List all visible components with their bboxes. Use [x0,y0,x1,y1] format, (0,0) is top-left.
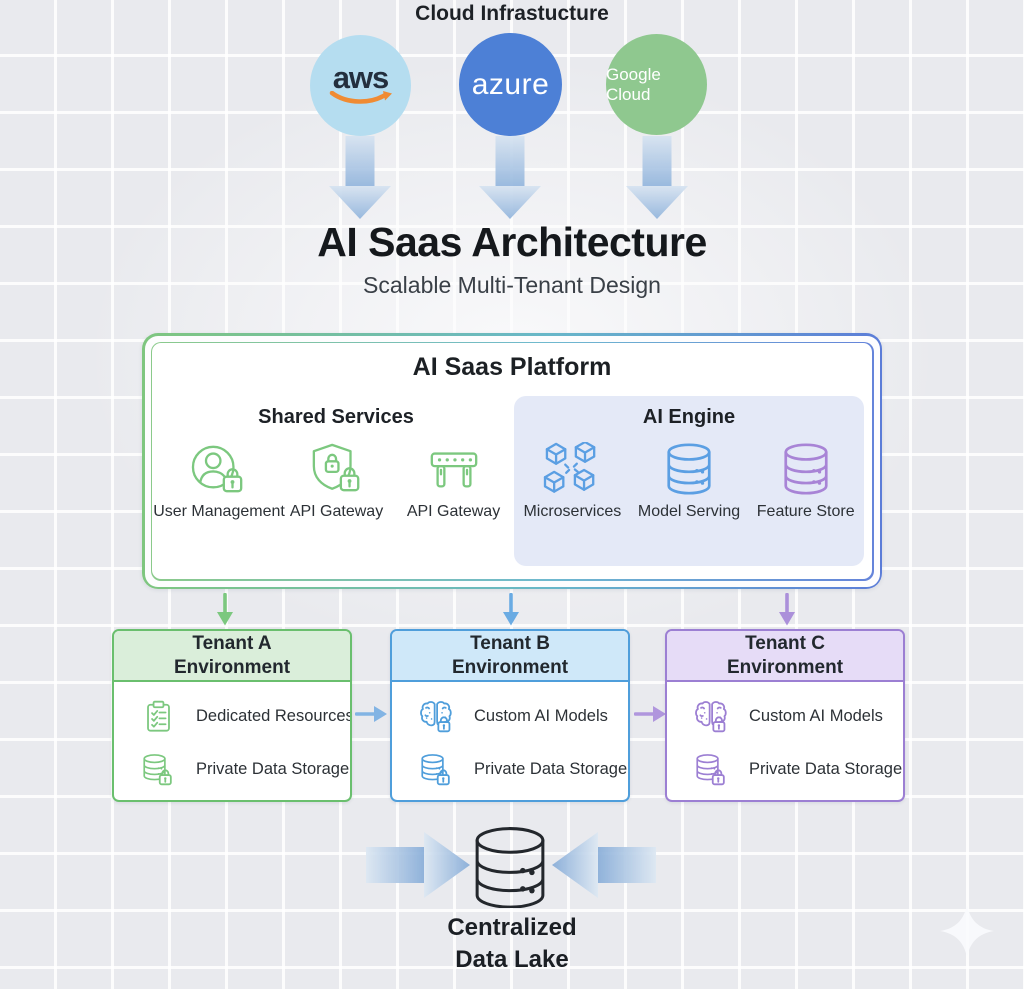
tenant-c-box: Tenant C Environment Custom AI Models [665,629,905,802]
ai-engine-title: AI Engine [642,406,736,428]
tenant-item-private-data-storage: Private Data Storage [140,747,350,792]
cloud-section-title: Cloud Infrastucture [415,2,609,25]
aws-smile-arrow-icon [329,91,392,104]
azure-logo: azure [471,67,550,101]
tenant-item-label: Custom AI Models [474,707,608,725]
tenant-item-label: Private Data Storage [749,760,903,778]
shared-services-title: Shared Services [258,406,414,428]
tenant-item-dedicated-resources: Dedicated Resources [140,694,350,739]
tenant-item-private-data-storage: Private Data Storage [693,747,903,792]
service-user-management: User Management [153,442,285,521]
data-lake-database-icon [475,827,545,908]
arrow-down-tenant-b-icon [503,593,519,626]
cubes-icon [544,442,596,493]
service-label: Feature Store [756,503,855,520]
shield-lock-icon [312,443,359,492]
google-cloud-logo: Google Cloud [606,64,661,104]
arrow-right-b-to-c-icon [634,706,666,722]
service-api-gateway-1: API Gateway [278,442,395,521]
tenant-item-label: Private Data Storage [196,760,350,778]
arrow-down-tenant-a-icon [217,593,233,626]
tenant-b-header: Tenant B Environment [392,631,628,682]
data-lake-label-line2: Data Lake [455,945,569,973]
azure-provider-circle: azure [459,33,562,136]
tenant-item-label: Private Data Storage [474,760,628,778]
tenant-name: Tenant A [192,632,272,654]
tenant-env-label: Environment [451,656,569,678]
arrow-down-aws-icon [329,136,391,219]
tenant-b-box: Tenant B Environment Custom AI Models [390,629,630,802]
service-api-gateway-2: API Gateway [395,442,512,521]
platform-box: AI Saas Platform Shared Services User Ma… [142,333,882,589]
service-label: API Gateway [406,503,501,520]
arrow-down-tenant-c-icon [779,593,795,626]
platform-title: AI Saas Platform [412,353,612,381]
tenant-item-custom-ai-models: Custom AI Models [418,694,628,739]
ai-engine-panel: AI Engine Microservices [514,396,864,566]
service-label: Microservices [523,503,622,520]
tenant-env-label: Environment [726,656,844,678]
database-lock-icon [421,754,450,786]
arrow-into-lake-right-icon [552,832,656,898]
data-lake-label: Centralized Data Lake [0,912,1024,975]
tenant-item-private-data-storage: Private Data Storage [418,747,628,792]
database-icon [667,443,711,495]
sparkle-icon [940,904,994,958]
database-lock-icon [143,754,172,786]
page-subtitle: Scalable Multi-Tenant Design [363,272,661,298]
service-microservices: Microservices [514,442,631,521]
tenant-item-label: Dedicated Resources [196,707,352,725]
tenant-a-box: Tenant A Environment Dedicated Resources [112,629,352,802]
user-lock-icon [191,445,243,493]
tenant-name: Tenant B [470,632,550,654]
database-lock-icon [696,754,725,786]
tenant-item-label: Custom AI Models [749,707,883,725]
brain-lock-icon [420,701,452,733]
service-label: Model Serving [637,503,741,520]
arrow-down-gcp-icon [626,136,688,219]
tenant-name: Tenant C [745,632,825,654]
gateway-icon [430,452,477,488]
tenant-c-header: Tenant C Environment [667,631,903,682]
google-cloud-provider-circle: Google Cloud [606,34,707,135]
tenant-item-custom-ai-models: Custom AI Models [693,694,903,739]
brain-lock-icon [695,701,727,733]
page-title: AI Saas Architecture [317,219,707,265]
service-feature-store: Feature Store [747,442,864,521]
arrow-down-azure-icon [479,136,541,219]
service-model-serving: Model Serving [631,442,748,521]
tenant-env-label: Environment [173,656,291,678]
service-label: User Management [153,503,285,520]
clipboard-check-icon [147,700,170,732]
data-lake-label-line1: Centralized [447,914,577,941]
service-label: API Gateway [289,503,384,520]
tenant-a-header: Tenant A Environment [114,631,350,682]
arrow-into-lake-left-icon [366,832,470,898]
aws-logo: aws [332,59,390,95]
database-icon [784,443,828,495]
shared-services-group: Shared Services User Management [153,396,512,521]
arrow-right-a-to-b-icon [355,706,387,722]
aws-provider-circle: aws [310,35,411,136]
